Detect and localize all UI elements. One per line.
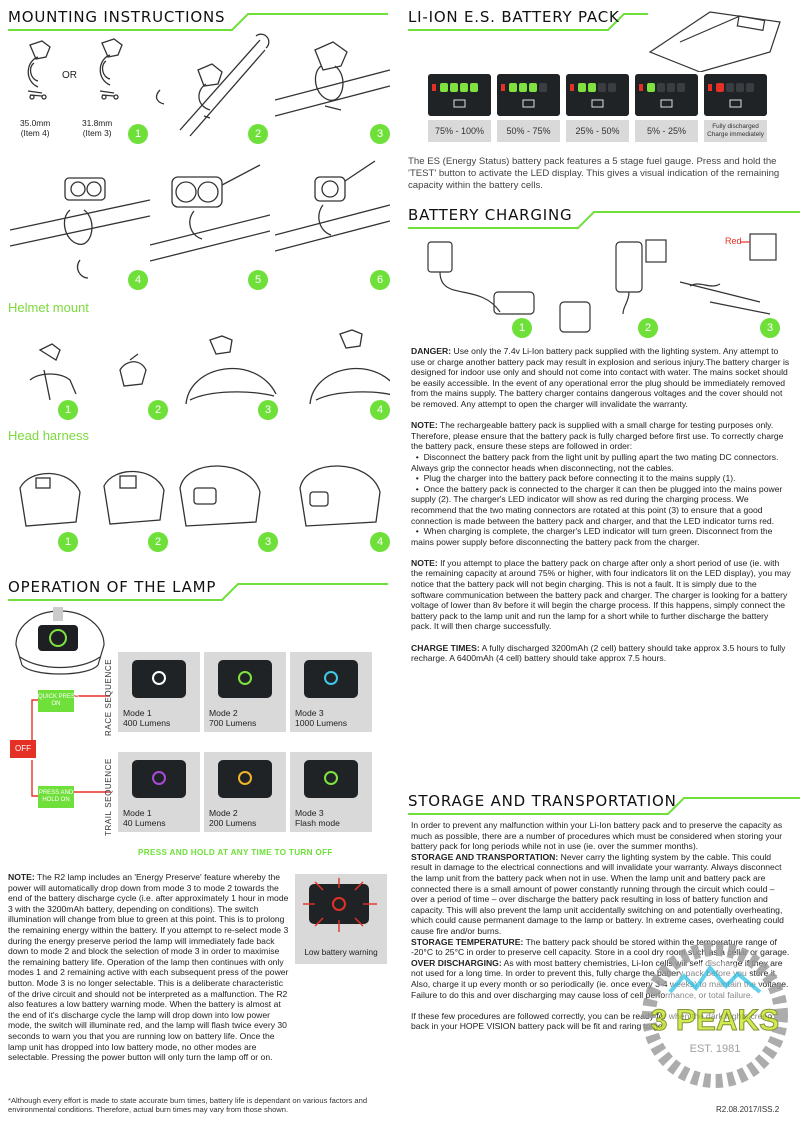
handlebar-clamp-illustration	[155, 33, 270, 137]
step-number: 3	[760, 318, 780, 338]
hold-off-label: PRESS AND HOLD AT ANY TIME TO TURN OFF	[138, 848, 333, 857]
gauge-label: 75% - 100%	[428, 120, 491, 142]
gauge-25-50: 25% - 50%	[566, 74, 629, 148]
gauge-75-100: 75% - 100%	[428, 74, 491, 148]
mounting-header: MOUNTING INSTRUCTIONS	[8, 8, 388, 31]
step-number: 1	[128, 124, 148, 144]
gauge-50-75: 50% - 75%	[497, 74, 560, 148]
step-number: 4	[128, 270, 148, 290]
gauge-label: 25% - 50%	[566, 120, 629, 142]
item3-label: 31.8mm (Item 3)	[82, 118, 113, 138]
footnote: *Although every effort is made to state …	[8, 1096, 368, 1115]
trail-mode-2-indicator-icon	[238, 771, 252, 785]
battery-title: LI-ION E.S. BATTERY PACK	[408, 8, 620, 26]
operation-note: NOTE: The R2 lamp includes an 'Energy Pr…	[8, 872, 289, 1063]
bullet: • When charging is complete, the charger…	[411, 526, 773, 547]
danger-paragraph: DANGER: Use only the 7.4v Li-Ion battery…	[411, 346, 790, 409]
press-hold-on-label: PRESS AND HOLD ON	[38, 786, 74, 808]
mounting-title: MOUNTING INSTRUCTIONS	[8, 8, 226, 26]
storage-text: In order to prevent any malfunction with…	[411, 820, 790, 1032]
lamp-cable-illustration	[275, 160, 390, 252]
three-peaks-logo: 3 PEAKS EST. 1981	[642, 942, 788, 1088]
battery-header: LI-ION E.S. BATTERY PACK	[408, 8, 800, 31]
low-battery-label: Low battery warning	[304, 948, 378, 957]
head-harness-illustration	[19, 465, 381, 527]
svg-text:EST. 1981: EST. 1981	[690, 1043, 741, 1055]
gauge-leds-icon	[570, 83, 616, 92]
step-number: 3	[370, 124, 390, 144]
operation-title: OPERATION OF THE LAMP	[8, 578, 217, 596]
gauge-leds-icon	[432, 83, 478, 92]
battery-description: The ES (Energy Status) battery pack feat…	[408, 156, 780, 192]
step-number: 2	[638, 318, 658, 338]
race-mode-3-indicator-icon	[324, 671, 338, 685]
charging-text: DANGER: Use only the 7.4v Li-Ion battery…	[411, 346, 791, 664]
charge-times-paragraph: CHARGE TIMES: A fully discharged 3200mAh…	[411, 642, 786, 664]
step-number: 4	[370, 532, 390, 552]
operation-header: OPERATION OF THE LAMP	[8, 578, 388, 601]
step-number: 2	[148, 400, 168, 420]
step-number: 1	[58, 400, 78, 420]
storage-title: STORAGE AND TRANSPORTATION	[408, 792, 677, 810]
head-harness-title: Head harness	[8, 428, 89, 443]
race-mode-1-indicator-icon	[152, 671, 166, 685]
gauge-leds-icon	[501, 83, 547, 92]
lamp-on-bar-illustration	[10, 177, 150, 279]
helmet-mount-illustration	[29, 329, 390, 405]
trail-mode-3-indicator-icon	[324, 771, 338, 785]
or-label: OR	[62, 70, 77, 81]
helmet-mount-title: Helmet mount	[8, 300, 89, 315]
gauge-label: 5% - 25%	[635, 120, 698, 142]
note1-paragraph: NOTE: The rechargeable battery pack is s…	[411, 420, 784, 452]
trail-sequence-label: TRAIL SEQUENCE	[104, 758, 113, 836]
gauge-label: 50% - 75%	[497, 120, 560, 142]
gauge-label: Fully discharged Charge immediately	[704, 120, 767, 142]
off-label: OFF	[10, 740, 36, 758]
gauge-leds-icon	[708, 83, 754, 92]
step-number: 1	[512, 318, 532, 338]
battery-pack-illustration	[648, 11, 781, 72]
charging-steps-illustration	[427, 233, 777, 333]
quick-press-label: QUICK PRESS ON	[38, 690, 79, 712]
red-indicator-label: Red	[725, 236, 742, 246]
document-reference: R2.08.2017/ISS.2	[716, 1105, 780, 1114]
charging-header: BATTERY CHARGING	[408, 206, 800, 229]
bullet: • Disconnect the battery pack from the l…	[411, 451, 779, 473]
lamp-button-illustration	[15, 607, 105, 675]
step-number: 2	[248, 124, 268, 144]
low-battery-illustration	[303, 878, 377, 932]
sequence-flow-lines	[31, 695, 110, 797]
note2-paragraph: NOTE: If you attempt to place the batter…	[411, 557, 791, 632]
step-number: 5	[248, 270, 268, 290]
step-number: 3	[258, 400, 278, 420]
low-battery-panel: Low battery warning	[295, 874, 387, 964]
charging-title: BATTERY CHARGING	[408, 206, 573, 224]
race-sequence-label: RACE SEQUENCE	[104, 658, 113, 736]
step-number: 3	[258, 532, 278, 552]
step-number: 4	[370, 400, 390, 420]
step-number: 2	[148, 532, 168, 552]
clamp-options-illustration	[27, 38, 123, 100]
trail-mode-1-indicator-icon	[152, 771, 166, 785]
gauge-discharged: Fully discharged Charge immediately	[704, 74, 767, 148]
bullet: • Once the battery pack is connected to …	[411, 483, 783, 526]
item4-label: 35.0mm (Item 4)	[20, 118, 51, 138]
storage-header: STORAGE AND TRANSPORTATION	[408, 792, 800, 815]
twin-lamp-illustration	[150, 164, 270, 262]
step-number: 6	[370, 270, 390, 290]
gauge-5-25: 5% - 25%	[635, 74, 698, 148]
clamp-fitted-illustration	[275, 41, 390, 117]
race-mode-2-indicator-icon	[238, 671, 252, 685]
bullet: • Plug the charger into the battery pack…	[411, 473, 736, 484]
svg-text:3 PEAKS: 3 PEAKS	[651, 1004, 779, 1037]
gauge-leds-icon	[639, 83, 685, 92]
step-number: 1	[58, 532, 78, 552]
